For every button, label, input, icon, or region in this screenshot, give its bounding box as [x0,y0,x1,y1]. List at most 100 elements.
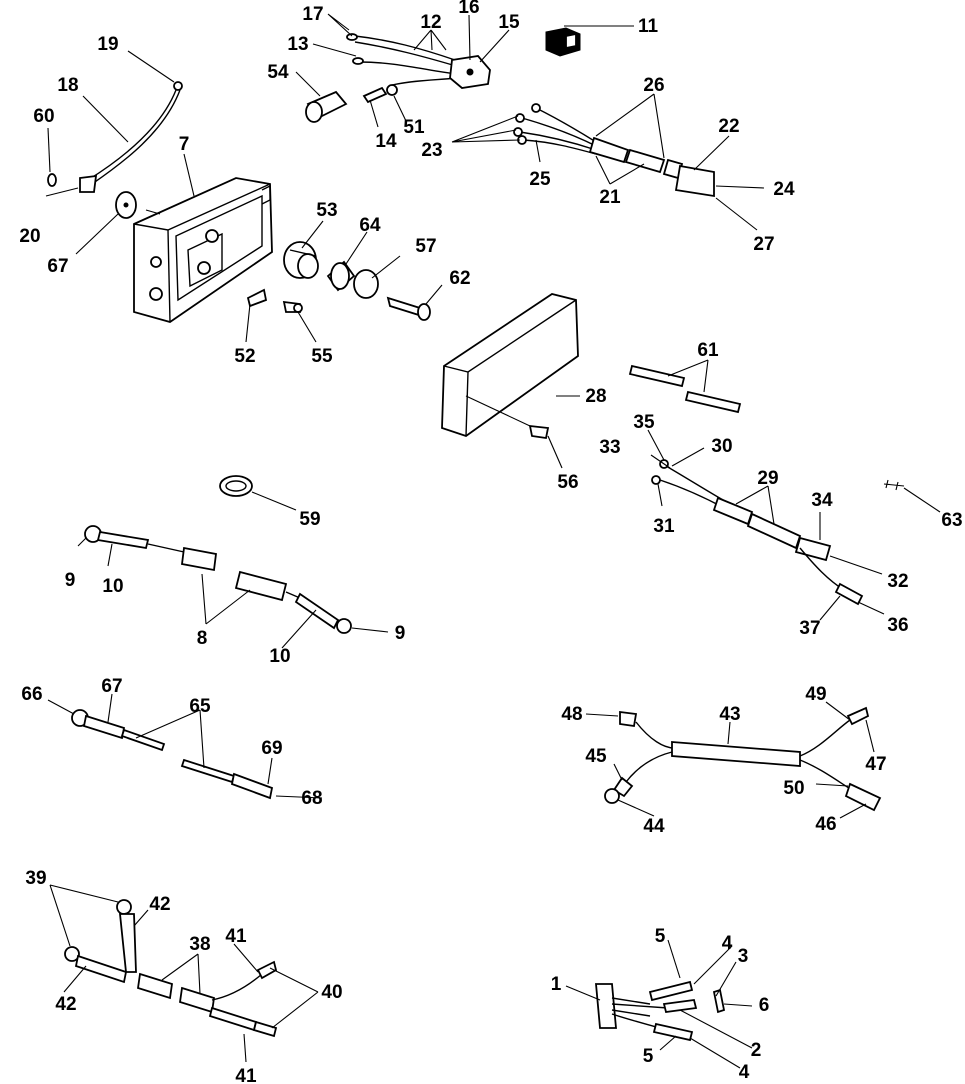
part-bolt [386,296,431,321]
callout-38: 38 [189,934,210,955]
callout-50: 50 [783,778,804,799]
callout-21: 21 [599,187,621,208]
callout-3: 3 [738,946,749,967]
part-clamp [219,475,253,497]
callout-62: 62 [449,268,470,289]
part-washer [353,269,379,299]
callout-31: 31 [653,516,675,537]
callout-6: 6 [759,995,770,1016]
callout-11: 11 [638,16,659,37]
part-terminal-and-washer [362,84,398,104]
callout-28: 28 [585,386,606,407]
callout-5-upper: 5 [655,926,666,947]
callout-9-right: 9 [395,623,406,644]
part-tubes [628,364,742,414]
callout-10-left: 10 [102,576,123,597]
callout-12: 12 [420,12,441,33]
part-switch-box [133,177,273,323]
callout-4-lower: 4 [739,1062,750,1083]
callout-8: 8 [197,628,208,649]
callout-25: 25 [529,169,551,190]
part-lead-harness [513,103,715,198]
callout-30: 30 [711,436,732,457]
callout-26: 26 [643,75,664,96]
callout-68: 68 [301,788,322,809]
callout-63: 63 [941,510,962,531]
callout-36: 36 [887,615,908,636]
part-cable-65 [71,709,274,800]
part-cable-38 [64,899,278,1038]
callout-65: 65 [189,696,211,717]
part-ground-strap [47,81,183,193]
callout-52: 52 [234,346,255,367]
callout-19: 19 [97,34,118,55]
callout-4-upper: 4 [722,933,733,954]
callout-20: 20 [19,226,40,247]
callout-47: 47 [865,754,886,775]
callout-60: 60 [33,106,54,127]
callout-24: 24 [773,179,795,200]
callout-41-upper: 41 [225,926,247,947]
callout-42-upper: 42 [149,894,170,915]
callout-16: 16 [458,0,479,18]
callout-32: 32 [887,571,908,592]
part-cap [305,90,348,123]
callout-1: 1 [551,974,562,995]
callout-7: 7 [179,134,190,155]
callout-5-lower: 5 [643,1046,654,1067]
callout-46: 46 [815,814,836,835]
callout-14: 14 [375,131,397,152]
part-screws [246,288,303,313]
callout-9-left: 9 [65,570,76,591]
part-sleeve-harness [651,459,864,606]
callout-41-lower: 41 [235,1066,257,1084]
part-harness-43 [604,706,882,812]
part-connector [595,980,726,1042]
callout-17: 17 [302,4,323,25]
callout-37: 37 [799,618,820,639]
callout-10-right: 10 [269,646,290,667]
callout-33: 33 [599,437,620,458]
part-cover [441,293,579,437]
part-screw [528,424,550,440]
callout-45: 45 [585,746,607,767]
callout-57: 57 [415,236,436,257]
callout-39: 39 [25,868,46,889]
leader-lines [45,13,941,1069]
callout-29: 29 [757,468,778,489]
part-bushing [283,241,319,279]
callout-54: 54 [267,62,289,83]
callout-53: 53 [316,200,337,221]
callout-13: 13 [287,34,308,55]
part-clip [883,479,905,491]
callout-66: 66 [21,684,42,705]
callout-34: 34 [811,490,833,511]
callout-67-upper: 67 [47,256,68,277]
callout-55: 55 [311,346,333,367]
callout-48: 48 [561,704,582,725]
callout-2: 2 [751,1040,762,1061]
callout-61: 61 [697,340,719,361]
callout-43: 43 [719,704,740,725]
callout-59: 59 [299,509,320,530]
callout-64: 64 [359,215,381,236]
callout-35: 35 [633,412,655,433]
callout-23: 23 [421,140,442,161]
part-spacer [326,260,356,292]
callout-15: 15 [498,12,520,33]
callout-labels: 17 12 16 15 13 11 19 18 60 54 14 51 23 2… [19,0,962,1084]
callout-40: 40 [321,982,342,1003]
callout-56: 56 [557,472,578,493]
part-relay [545,27,581,57]
callout-67-lower: 67 [101,676,122,697]
callout-51: 51 [403,117,425,138]
callout-18: 18 [57,75,78,96]
part-battery-cable [84,525,352,634]
callout-69: 69 [261,738,282,759]
callout-42-lower: 42 [55,994,76,1015]
part-switch-harness [346,33,491,89]
callout-27: 27 [753,234,774,255]
callout-49: 49 [805,684,826,705]
callout-22: 22 [718,116,739,137]
